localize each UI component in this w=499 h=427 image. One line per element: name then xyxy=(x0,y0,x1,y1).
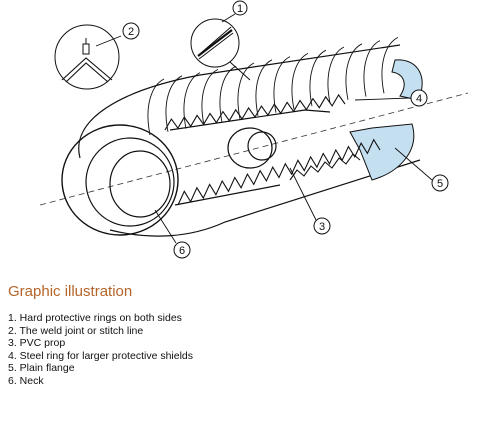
caption-title: Graphic illustration xyxy=(8,283,133,300)
rib-line xyxy=(165,75,183,132)
detail-circle-1 xyxy=(190,18,251,81)
callout-3: 3 xyxy=(313,217,331,235)
rib-line xyxy=(309,49,327,107)
legend-item: 3. PVC prop xyxy=(8,337,66,349)
svg-text:5: 5 xyxy=(437,178,443,190)
pleats-front xyxy=(164,93,381,206)
svg-text:6: 6 xyxy=(179,245,185,257)
callout-4: 4 xyxy=(410,89,428,107)
legend-item: 4. Steel ring for larger protective shie… xyxy=(8,349,194,362)
svg-text:1: 1 xyxy=(237,3,243,15)
rib-line xyxy=(291,52,309,110)
leader-lines xyxy=(95,13,433,244)
pleat-line xyxy=(177,138,381,206)
rib-line xyxy=(237,62,255,120)
svg-text:2: 2 xyxy=(128,26,134,38)
rib-line xyxy=(345,43,363,100)
caption: Graphic illustration 1. Hard protective … xyxy=(8,283,488,387)
plain-flange xyxy=(349,123,415,181)
legend-item: 2. The weld joint or stitch line xyxy=(8,324,144,337)
bellows-body xyxy=(61,44,421,237)
rib-line xyxy=(363,40,381,97)
detail-circle-2 xyxy=(54,24,120,90)
svg-text:4: 4 xyxy=(416,93,422,105)
rib-line xyxy=(201,68,219,126)
pleats-back xyxy=(147,36,399,136)
rib-line xyxy=(381,36,399,94)
legend-item: 5. Plain flange xyxy=(8,362,75,374)
rib-line xyxy=(147,78,165,136)
rib-line xyxy=(255,59,273,116)
callout-6: 6 xyxy=(173,241,191,259)
pleat-line xyxy=(164,93,346,131)
callout-1: 1 xyxy=(232,0,248,16)
rib-line xyxy=(183,72,201,129)
callout-2: 2 xyxy=(122,22,140,40)
rib-line xyxy=(273,56,291,113)
pleat-line xyxy=(289,153,361,181)
bellows-diagram: 1 2 3 4 5 6 xyxy=(39,0,469,259)
center-axis xyxy=(39,92,469,206)
callout-5: 5 xyxy=(431,174,449,192)
svg-text:3: 3 xyxy=(319,221,325,233)
legend-item: 1. Hard protective rings on both sides xyxy=(8,312,182,324)
rib-line xyxy=(327,46,345,104)
legend-list: 1. Hard protective rings on both sides 2… xyxy=(8,312,488,387)
legend-item: 6. Neck xyxy=(8,374,44,387)
